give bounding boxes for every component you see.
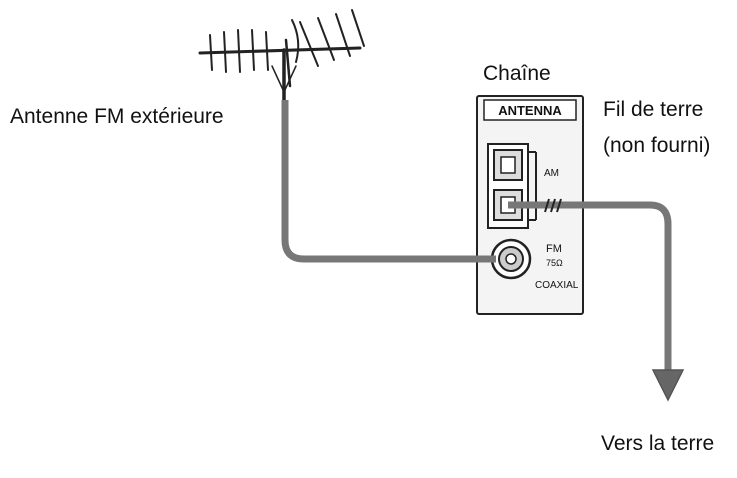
ground-wire: [508, 198, 672, 372]
to-earth-label: Vers la terre: [601, 432, 715, 455]
panel-title: ANTENNA: [498, 103, 562, 118]
ground-wire-label: Fil de terre: [603, 98, 704, 121]
fm-cable: [281, 100, 496, 263]
coaxial-jack-icon[interactable]: [490, 238, 532, 280]
unit-label: Chaîne: [483, 62, 551, 85]
ground-wire-note: (non fourni): [603, 134, 711, 157]
antenna-icon: [198, 9, 365, 102]
fm-label: FM: [546, 243, 562, 255]
ground-arrow-icon: [651, 369, 685, 402]
am-label: AM: [544, 168, 559, 179]
fm-type: COAXIAL: [535, 280, 579, 291]
am-terminal-icon[interactable]: [487, 143, 537, 229]
outdoor-antenna-label: Antenne FM extérieure: [10, 105, 224, 128]
fm-impedance: 75Ω: [546, 258, 563, 268]
